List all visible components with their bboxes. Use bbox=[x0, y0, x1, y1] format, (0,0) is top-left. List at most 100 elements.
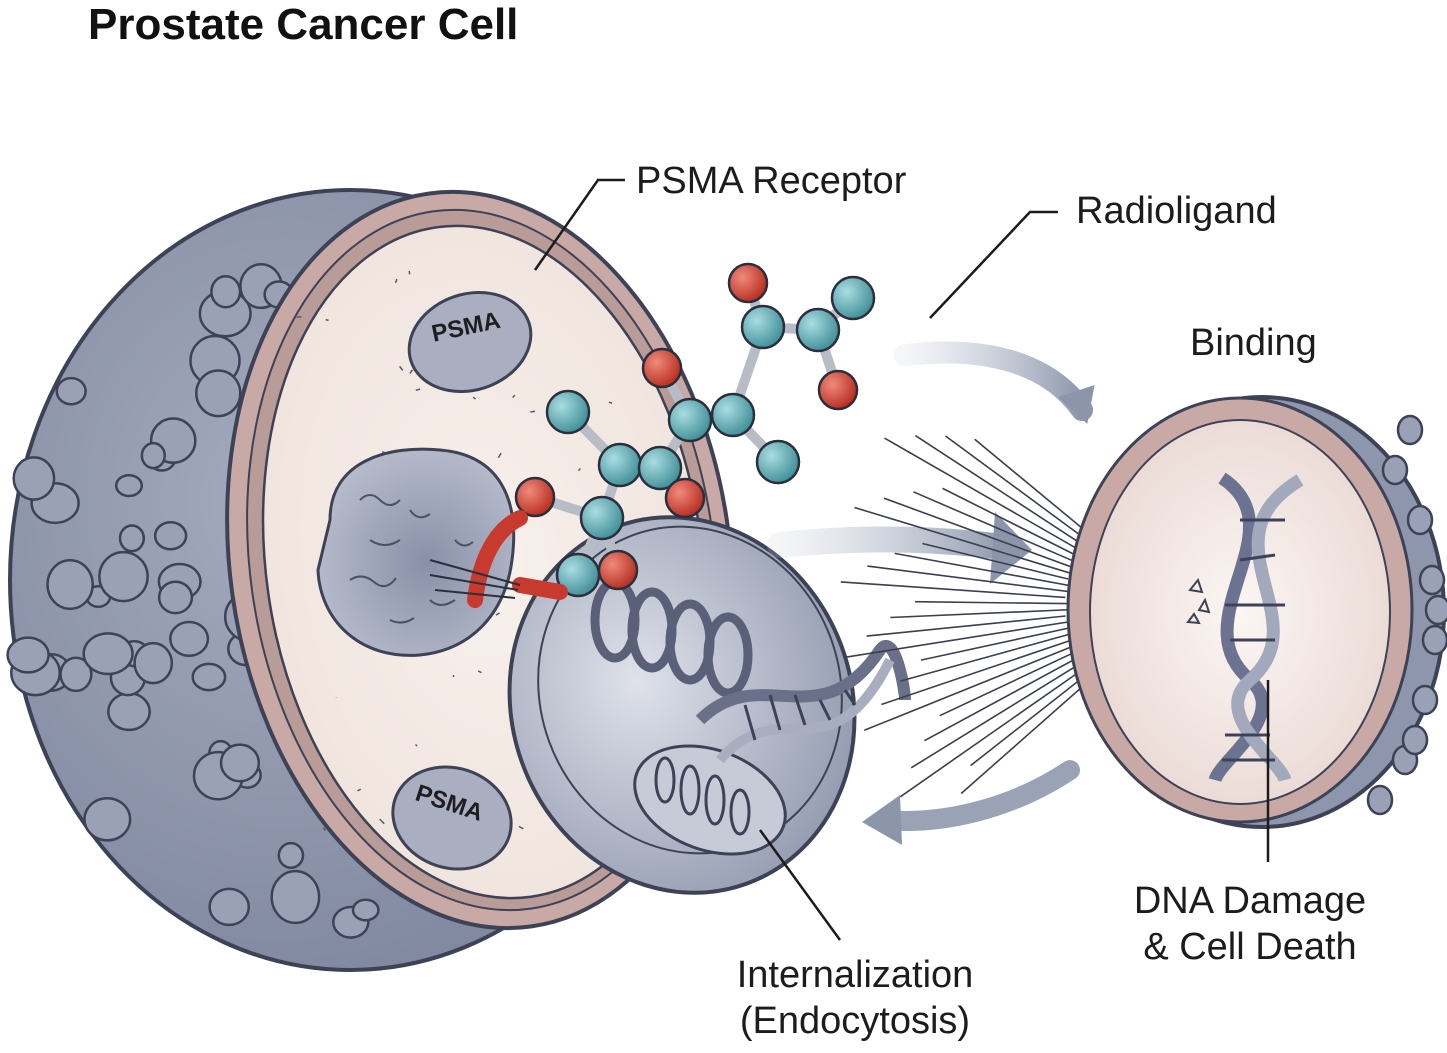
psma-receptor-leader bbox=[533, 178, 625, 271]
radiation-ray bbox=[900, 633, 1070, 682]
cytoplasm-speck bbox=[477, 670, 482, 674]
surface-bump bbox=[107, 692, 151, 732]
surface-bump bbox=[1401, 724, 1429, 756]
surface-bump bbox=[1418, 564, 1446, 596]
surface-bump bbox=[1381, 454, 1409, 486]
surface-bump bbox=[82, 632, 134, 676]
cytoplasm-speck bbox=[379, 818, 385, 825]
oxygen-atom bbox=[641, 347, 683, 389]
label-dna-damage-line1: DNA Damage bbox=[1133, 880, 1367, 922]
radiation-ray bbox=[945, 435, 1103, 553]
return-arrow bbox=[875, 760, 1080, 831]
surface-bump bbox=[133, 641, 174, 685]
surface-bump bbox=[351, 898, 380, 922]
surface-bump bbox=[270, 869, 321, 925]
endocytic-vesicle bbox=[507, 515, 911, 895]
carbon-atom bbox=[830, 275, 876, 321]
surface-bump bbox=[195, 369, 242, 418]
damage-fragments bbox=[1186, 577, 1211, 625]
radiation-ray bbox=[867, 565, 1086, 595]
radiation-ray bbox=[913, 491, 1075, 563]
binding-rays-nucleus bbox=[429, 559, 521, 599]
label-internalization-line2: (Endocytosis) bbox=[739, 1000, 971, 1042]
oxygen-atom bbox=[817, 369, 859, 411]
cytoplasm-speck bbox=[608, 401, 613, 404]
carbon-atom bbox=[667, 397, 713, 443]
cytoplasm-speck bbox=[357, 788, 362, 792]
oxygen-atom bbox=[664, 477, 706, 519]
cytoplasm-speck bbox=[409, 369, 414, 374]
carbon-atom bbox=[555, 552, 601, 598]
vesicle-dna-helix bbox=[695, 640, 911, 764]
binding-strand bbox=[467, 510, 528, 608]
radiation-ray bbox=[854, 506, 1090, 580]
surface-bump bbox=[12, 456, 56, 501]
inner-organelle-cristae bbox=[654, 756, 751, 836]
radiation-ray bbox=[922, 542, 1069, 580]
carbon-atom bbox=[545, 389, 591, 435]
cytoplasm-speck bbox=[512, 394, 516, 399]
cytoplasm-speck bbox=[415, 744, 418, 747]
carbon-atom bbox=[795, 307, 841, 353]
process-arrows bbox=[767, 341, 1095, 845]
cytoplasm-speck bbox=[497, 452, 502, 459]
surface-bump bbox=[6, 636, 50, 674]
surface-bump bbox=[140, 441, 166, 470]
binding-strand-2 bbox=[512, 577, 568, 600]
radioligand-molecule bbox=[429, 262, 876, 608]
surface-bump bbox=[1424, 594, 1447, 626]
surface-bump bbox=[1421, 624, 1447, 656]
label-internalization: Internalization (Endocytosis) bbox=[700, 952, 1010, 1044]
radiation-ray bbox=[864, 637, 1092, 732]
surface-bump bbox=[157, 580, 194, 615]
oxygen-atom bbox=[514, 476, 556, 518]
psma-organelle-top bbox=[407, 290, 533, 394]
surface-bump bbox=[208, 887, 251, 927]
radiation-ray bbox=[843, 615, 1107, 659]
label-dna-damage-line2: & Cell Death bbox=[1143, 926, 1357, 968]
carbon-atom bbox=[597, 442, 643, 488]
vesicle-coil bbox=[590, 577, 753, 698]
cytoplasm-speck bbox=[472, 396, 477, 400]
carbon-atom bbox=[740, 304, 786, 350]
cell-nucleus bbox=[316, 447, 516, 657]
label-dna-damage: DNA Damage & Cell Death bbox=[1100, 878, 1400, 970]
carbon-atom bbox=[637, 445, 683, 491]
damaged-cell-cytoplasm bbox=[1089, 419, 1391, 805]
radiation-ray bbox=[910, 651, 1099, 769]
surface-bump bbox=[1411, 684, 1439, 716]
cytoplasm-speck bbox=[518, 825, 524, 830]
cytoplasm-speck bbox=[577, 468, 581, 472]
radiation-ray bbox=[920, 623, 1088, 661]
radiation-ray bbox=[866, 615, 1066, 637]
cytoplasm-speck bbox=[495, 612, 500, 616]
surface-bump bbox=[46, 558, 94, 611]
surface-bump bbox=[277, 841, 305, 869]
surface-bump bbox=[55, 376, 87, 406]
psma-organelle-bottom bbox=[391, 765, 513, 871]
radiation-ray bbox=[942, 487, 1095, 566]
radiation-ray bbox=[939, 651, 1076, 717]
radiation-ray bbox=[899, 667, 1086, 798]
cytoplasm-speck bbox=[530, 410, 536, 413]
label-psma-receptor: PSMA Receptor bbox=[636, 160, 907, 202]
surface-bump bbox=[169, 620, 210, 658]
surface-bump bbox=[98, 550, 149, 603]
oxygen-atom bbox=[597, 549, 639, 591]
surface-bump bbox=[1406, 504, 1434, 536]
damaged-cell-bumps bbox=[1366, 414, 1447, 816]
diagram-title: Prostate Cancer Cell bbox=[88, 0, 519, 49]
surface-bump bbox=[219, 743, 261, 783]
surface-bump bbox=[118, 524, 146, 553]
radioligand-leader bbox=[929, 210, 1058, 319]
carbon-atom bbox=[579, 495, 625, 541]
cytoplasm-speck bbox=[399, 365, 404, 371]
surface-bump bbox=[114, 473, 144, 498]
cytoplasm-speck bbox=[408, 270, 411, 275]
surface-bump bbox=[83, 796, 132, 842]
carbon-atom bbox=[755, 439, 801, 485]
cytoplasm-speck bbox=[394, 278, 398, 284]
surface-bump bbox=[191, 662, 227, 692]
radiation-ray bbox=[840, 581, 1066, 599]
